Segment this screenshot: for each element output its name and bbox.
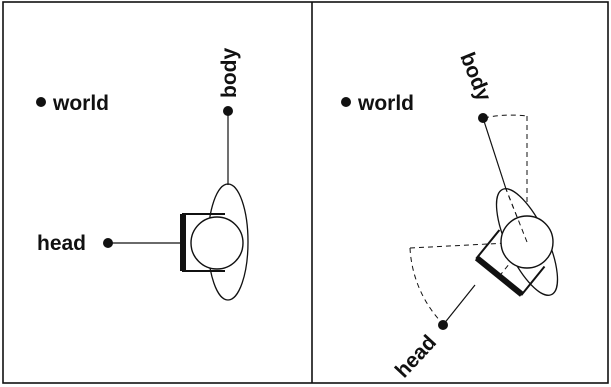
world-point-right xyxy=(341,97,351,107)
head-point-right xyxy=(438,320,448,330)
body-axis-line-right xyxy=(482,117,507,190)
world-label-right: world xyxy=(357,92,414,115)
head-face-bar-right xyxy=(474,255,524,297)
body-point-right xyxy=(478,113,488,123)
world-point-left xyxy=(36,97,46,107)
head-circle-left xyxy=(190,216,244,270)
body-point-left xyxy=(223,106,233,116)
head-axis-line-right xyxy=(442,284,476,326)
head-reference-axis xyxy=(409,241,528,249)
left-panel: world body head xyxy=(36,48,249,301)
body-label-left: body xyxy=(218,48,241,98)
head-point-left xyxy=(103,238,113,248)
body-axis-center-right xyxy=(505,188,528,243)
head-label-left: head xyxy=(37,232,86,255)
world-label-left: world xyxy=(52,92,109,115)
